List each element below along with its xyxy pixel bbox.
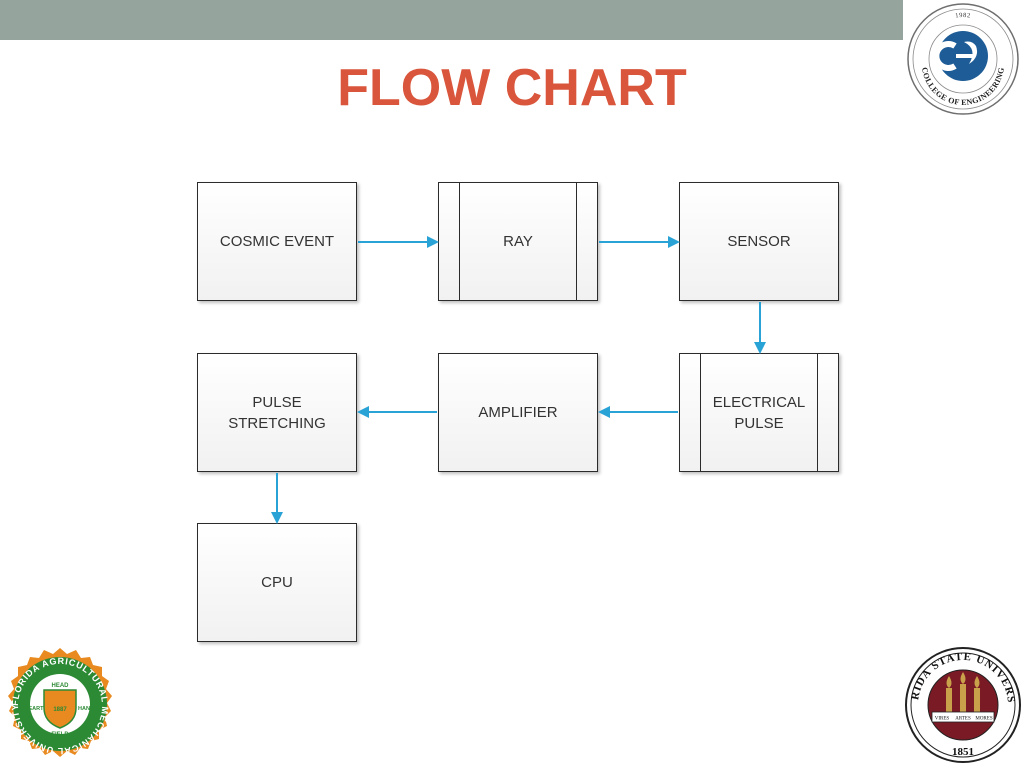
flow-node-label: PULSE STRETCHING xyxy=(228,393,326,432)
svg-text:1851: 1851 xyxy=(952,746,974,758)
flow-node-electrical-pulse: ELECTRICAL PULSE xyxy=(679,353,839,472)
flow-node-label: COSMIC EVENT xyxy=(219,233,335,250)
svg-text:1887: 1887 xyxy=(53,707,67,713)
flow-node-ray: RAY xyxy=(438,182,598,301)
svg-text:VIRES: VIRES xyxy=(935,717,950,722)
flow-node-label: RAY xyxy=(503,233,533,250)
flow-node-cpu: CPU xyxy=(197,523,357,642)
famu-seal-icon: FLORIDA AGRICULTURAL MECHANICAL UNIVERSI… xyxy=(8,648,112,757)
flow-node-pulse-stretching: PULSE STRETCHING xyxy=(197,353,357,472)
flow-node-label: AMPLIFIER xyxy=(478,404,558,421)
college-of-engineering-seal-icon: 1982 COLLEGE OF ENGINEERING xyxy=(907,3,1019,115)
slide-title: FLOW CHART xyxy=(337,59,687,117)
svg-text:HEAD: HEAD xyxy=(51,683,69,689)
flow-node-label: ELECTRICAL PULSE xyxy=(712,393,806,432)
flow-node-cosmic-event: COSMIC EVENT xyxy=(197,182,357,301)
flow-node-label: SENSOR xyxy=(727,233,791,250)
svg-text:1982: 1982 xyxy=(955,12,971,20)
svg-text:ARTES: ARTES xyxy=(955,717,971,722)
top-bar xyxy=(0,0,903,40)
flow-node-label: CPU xyxy=(261,574,293,591)
fsu-seal-icon: FLORIDA STATE UNIVERSITY 1851 VIRES ARTE… xyxy=(904,646,1021,763)
svg-text:FIELD: FIELD xyxy=(51,732,69,738)
svg-text:HEART: HEART xyxy=(25,706,45,712)
svg-text:MORES: MORES xyxy=(975,717,992,722)
svg-text:HAND: HAND xyxy=(78,706,94,712)
flow-node-amplifier: AMPLIFIER xyxy=(438,353,598,472)
